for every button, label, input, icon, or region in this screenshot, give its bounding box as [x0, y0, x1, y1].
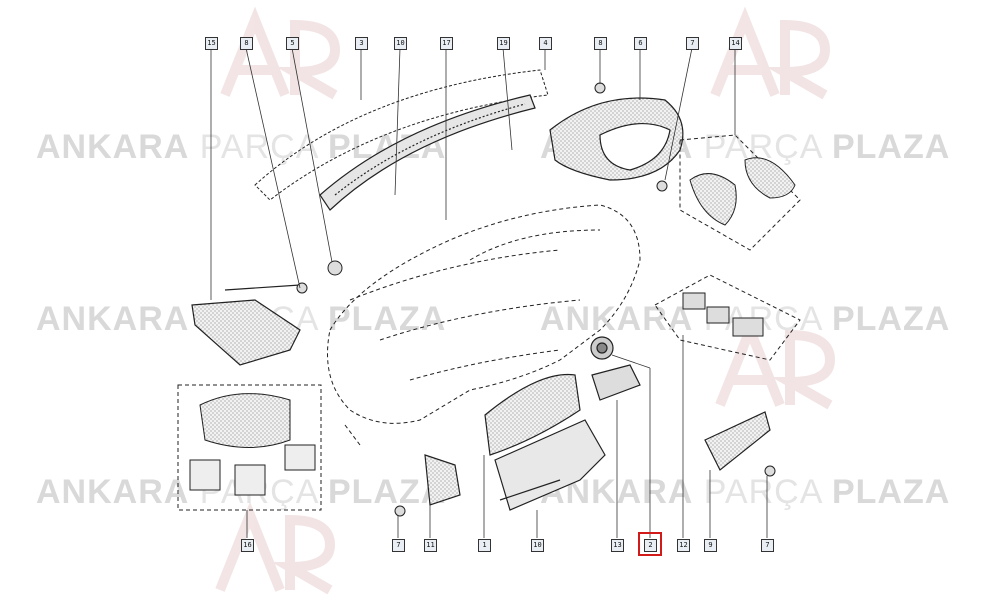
logo-watermark — [215, 6, 836, 595]
callout-7[interactable]: 7 — [686, 37, 699, 50]
callout-12[interactable]: 12 — [677, 539, 690, 552]
callout-7[interactable]: 7 — [392, 539, 405, 552]
callout-8[interactable]: 8 — [240, 37, 253, 50]
watermark-row-1: ANKARA PARÇA PLAZA — [36, 128, 447, 166]
part-2-knob — [590, 336, 614, 360]
ashtray — [591, 364, 641, 401]
callout-5[interactable]: 5 — [286, 37, 299, 50]
callout-3[interactable]: 3 — [355, 37, 368, 50]
screws — [296, 82, 776, 517]
callout-13[interactable]: 13 — [611, 539, 624, 552]
leader-lines — [210, 47, 768, 538]
callout-11[interactable]: 11 — [424, 539, 437, 552]
upper-dash-trim — [254, 69, 549, 201]
callout-10[interactable]: 10 — [531, 539, 544, 552]
side-vents — [654, 274, 801, 361]
callout-6[interactable]: 6 — [634, 37, 647, 50]
callout-19[interactable]: 19 — [497, 37, 510, 50]
left-lower-panel — [191, 284, 301, 366]
glovebox-lid — [484, 373, 581, 456]
callout-17[interactable]: 17 — [440, 37, 453, 50]
lower-side-trim — [424, 454, 461, 506]
dashboard-body — [327, 204, 641, 446]
right-side-cover — [704, 411, 771, 471]
callout-1[interactable]: 1 — [478, 539, 491, 552]
callout-4[interactable]: 4 — [539, 37, 552, 50]
callout-15[interactable]: 15 — [205, 37, 218, 50]
defroster-vent — [319, 94, 536, 211]
callout-8[interactable]: 8 — [594, 37, 607, 50]
speaker-grilles — [679, 134, 801, 251]
callout-7[interactable]: 7 — [761, 539, 774, 552]
callout-2[interactable]: 2 — [644, 539, 657, 552]
steering-column-group — [177, 384, 322, 511]
callout-10[interactable]: 10 — [394, 37, 407, 50]
callout-14[interactable]: 14 — [729, 37, 742, 50]
glovebox-body — [494, 419, 606, 511]
instrument-hood — [549, 97, 684, 181]
callout-16[interactable]: 16 — [241, 539, 254, 552]
selected-part-highlight — [638, 532, 662, 556]
callout-9[interactable]: 9 — [704, 539, 717, 552]
